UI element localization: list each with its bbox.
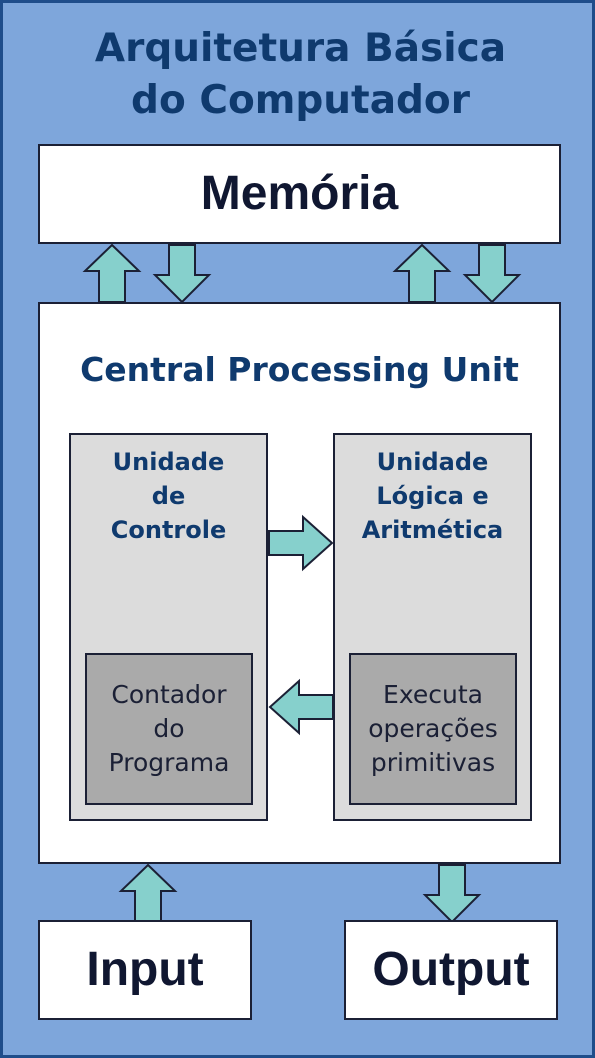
memory-box: Memória [38,144,561,244]
memory-write-arrow-left [152,244,212,304]
alu-title-line-1: Unidade [376,448,489,476]
primitive-operations-line-3: primitivas [370,748,496,777]
control-to-alu-arrow [268,514,334,572]
cpu-box: Central Processing Unit Unidade de Contr… [38,302,561,864]
memory-read-arrow-left [82,243,142,303]
program-counter-line-2: do [153,714,185,743]
control-unit-title-line-2: de [151,482,186,510]
output-label: Output [372,943,530,996]
alu-title-line-3: Aritmética [361,516,504,544]
memory-read-arrow-right [392,243,452,303]
input-arrow [118,863,178,923]
memory-write-arrow-right [462,244,522,304]
output-box: Output [344,920,558,1020]
alu-box: Unidade Lógica e Aritmética Executa oper… [333,433,532,821]
control-unit-box: Unidade de Controle Contador do Programa [69,433,268,821]
primitive-operations-box: Executa operações primitivas [349,653,517,805]
input-label: Input [86,943,204,996]
program-counter-line-3: Programa [108,748,230,777]
primitive-operations-line-2: operações [368,714,498,743]
program-counter-box: Contador do Programa [85,653,253,805]
cpu-title: Central Processing Unit [80,350,519,389]
diagram-title-line-1: Arquitetura Básica [94,26,507,71]
input-box: Input [38,920,252,1020]
output-arrow [422,864,482,924]
alu-to-control-arrow [268,678,334,736]
program-counter-line-1: Contador [111,680,227,709]
control-unit-title-line-3: Controle [110,516,227,544]
alu-title-line-2: Lógica e [376,482,489,510]
primitive-operations-line-1: Executa [383,680,483,709]
memory-label: Memória [200,167,399,220]
control-unit-title-line-1: Unidade [112,448,225,476]
diagram-title-line-2: do Computador [131,78,470,123]
